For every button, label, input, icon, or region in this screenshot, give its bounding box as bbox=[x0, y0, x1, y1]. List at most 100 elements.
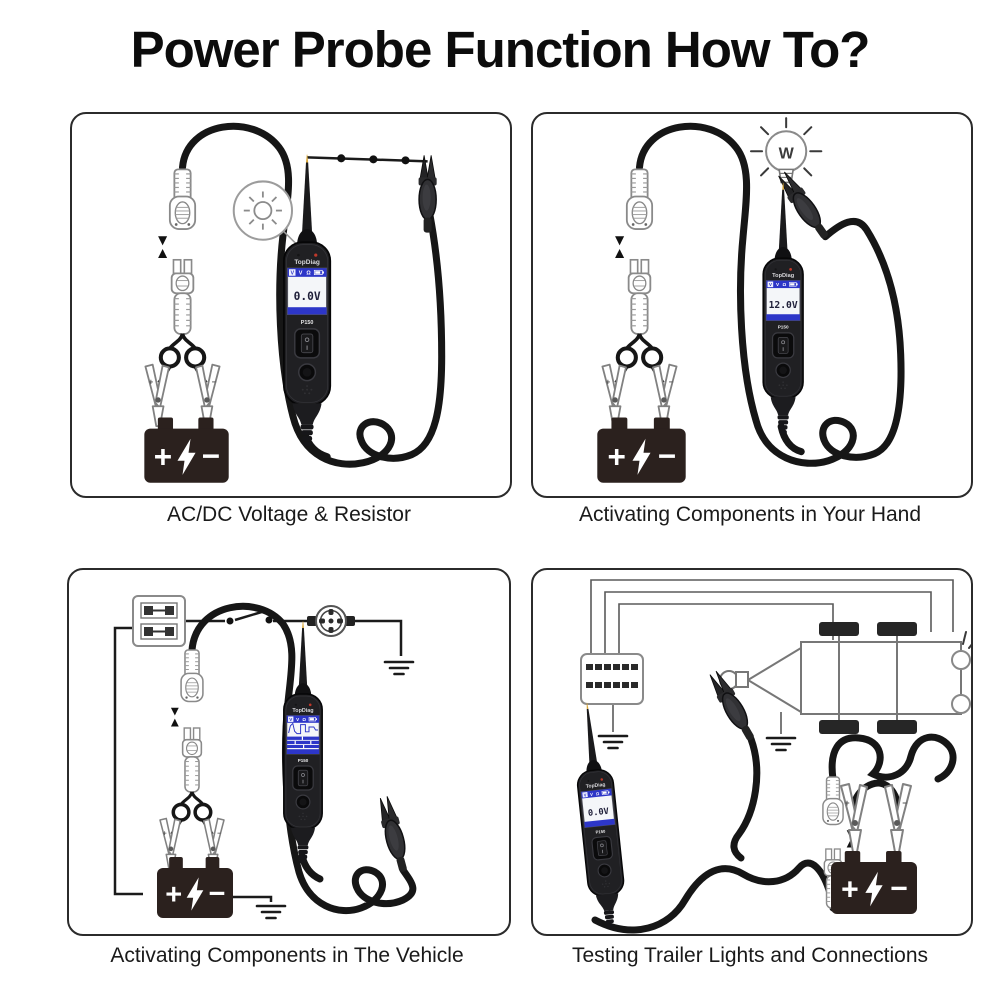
probe-needle bbox=[778, 189, 788, 251]
caption-acdc-voltage: AC/DC Voltage & Resistor bbox=[167, 503, 411, 526]
svg-text:V: V bbox=[776, 282, 780, 287]
power-probe: TopDiag V V Ω 12.0V P150 bbox=[762, 182, 804, 434]
bulb-indicator-icon bbox=[232, 180, 302, 250]
ground-symbol bbox=[597, 734, 629, 750]
wire-ring bbox=[158, 346, 181, 369]
probe-cable bbox=[635, 122, 905, 467]
strain-relief bbox=[297, 845, 309, 864]
split-wires bbox=[168, 333, 197, 350]
vehicle-circuit bbox=[113, 595, 403, 902]
model-label: P150 bbox=[298, 758, 309, 763]
bulb-label: W bbox=[779, 144, 795, 162]
svg-text:−: − bbox=[217, 831, 221, 838]
caption-activate-vehicle: Activating Components in The Vehicle bbox=[110, 944, 464, 967]
battery-plus: + bbox=[165, 879, 182, 911]
svg-text:−: − bbox=[212, 378, 217, 387]
alligator-clip-outline: + bbox=[144, 363, 170, 428]
split-wires bbox=[625, 333, 654, 350]
trailer-wheels bbox=[819, 622, 917, 734]
harness-connector-female bbox=[627, 258, 652, 335]
alligator-clip-outline: + bbox=[601, 363, 627, 428]
alligator-clip-outline: − bbox=[195, 363, 221, 428]
svg-text:Ω: Ω bbox=[596, 791, 601, 796]
battery-minus: − bbox=[890, 872, 908, 905]
trailer-connector-icon bbox=[580, 653, 644, 705]
trailer-harness-wires bbox=[590, 579, 954, 734]
split-wires bbox=[179, 791, 205, 806]
alligator-clip-black bbox=[418, 155, 437, 233]
battery: + − bbox=[157, 857, 233, 918]
speaker-holes bbox=[601, 880, 611, 888]
harness-connector-male bbox=[822, 776, 844, 826]
connect-arrows-icon bbox=[615, 236, 625, 258]
battery: + − bbox=[144, 417, 229, 483]
svg-text:Ω: Ω bbox=[302, 717, 306, 722]
model-label: P150 bbox=[301, 320, 314, 326]
battery: + − bbox=[597, 417, 686, 483]
wire-ring bbox=[641, 346, 664, 369]
svg-text:V: V bbox=[299, 271, 303, 277]
glowing-bulb-icon: W bbox=[749, 117, 823, 184]
probe-tip bbox=[782, 182, 785, 190]
panel-acdc-voltage: + − + − TopDiag V V Ω 0.0V P150 bbox=[70, 112, 512, 498]
wire-ring bbox=[615, 346, 638, 369]
battery-plus: + bbox=[154, 440, 172, 475]
battery-minus: − bbox=[209, 878, 226, 910]
svg-text:+: + bbox=[163, 831, 167, 838]
trailer-light bbox=[951, 650, 971, 670]
battery-minus: − bbox=[202, 439, 220, 474]
connector-and-clips-chain: + − bbox=[601, 168, 678, 428]
battery-plus: + bbox=[608, 440, 626, 475]
battery-icon bbox=[308, 717, 316, 722]
svg-text:V: V bbox=[290, 271, 294, 277]
svg-text:+: + bbox=[844, 798, 849, 808]
wire-ring bbox=[184, 346, 207, 369]
svg-text:Ω: Ω bbox=[783, 282, 787, 287]
probe-cable bbox=[178, 122, 446, 468]
alligator-clip-outline: − bbox=[652, 363, 678, 428]
battery-icon bbox=[601, 790, 609, 795]
model-label: P150 bbox=[595, 829, 606, 835]
display-value: 0.0V bbox=[588, 807, 610, 819]
power-probe: TopDiag V V Ω 0.0V P150 bbox=[576, 702, 625, 928]
lightning-icon bbox=[865, 871, 883, 907]
indicator-led bbox=[600, 778, 603, 781]
motor-icon bbox=[307, 605, 355, 637]
lightning-icon bbox=[632, 438, 651, 475]
harness-connector-male bbox=[168, 168, 197, 230]
svg-text:V: V bbox=[590, 792, 594, 797]
bulb-rays bbox=[749, 117, 823, 177]
battery-plus: + bbox=[841, 873, 859, 906]
probe-tip bbox=[302, 621, 304, 628]
fuse-box-icon bbox=[132, 595, 186, 647]
alligator-clip-black bbox=[709, 670, 754, 741]
svg-text:+: + bbox=[148, 378, 153, 387]
caption-activate-hand: Activating Components in Your Hand bbox=[578, 503, 922, 526]
speaker-holes bbox=[778, 381, 788, 390]
power-probe: TopDiag V V Ω 0.0V P150 bbox=[283, 154, 332, 447]
indicator-led bbox=[308, 703, 312, 707]
speaker-holes bbox=[298, 812, 308, 821]
lightning-icon bbox=[186, 877, 204, 911]
connector-and-clips-chain: + − bbox=[144, 168, 221, 428]
connector-and-clips-chain: + − bbox=[159, 649, 225, 873]
probe-tip bbox=[305, 154, 309, 163]
battery-icon bbox=[313, 269, 323, 276]
model-label: P150 bbox=[778, 325, 789, 330]
harness-connector-female bbox=[170, 258, 195, 335]
ground-symbol bbox=[765, 736, 797, 752]
svg-text:Ω: Ω bbox=[306, 271, 311, 277]
harness-connector-male bbox=[625, 168, 654, 230]
brand-label: TopDiag bbox=[586, 782, 606, 790]
indicator-led bbox=[789, 268, 792, 271]
test-wire bbox=[307, 154, 428, 165]
battery-icon bbox=[789, 282, 797, 287]
harness-connector-female bbox=[181, 727, 203, 793]
brand-label: TopDiag bbox=[292, 708, 313, 714]
strain-relief bbox=[777, 415, 789, 434]
speaker-holes bbox=[301, 385, 313, 395]
display-value: 12.0V bbox=[769, 300, 798, 311]
brand-label: TopDiag bbox=[294, 259, 320, 266]
ground-symbol bbox=[383, 660, 415, 676]
